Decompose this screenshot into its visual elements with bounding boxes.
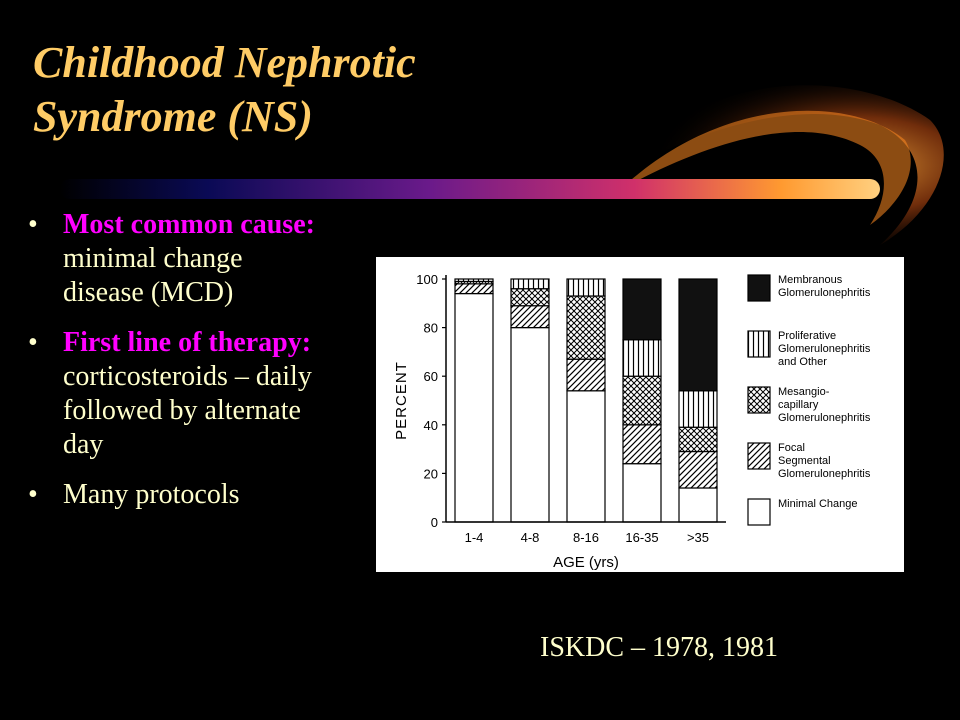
bullet-text: minimal change disease (MCD): [63, 243, 243, 308]
y-tick-label: 20: [424, 466, 438, 481]
bar-segment: [454, 292, 494, 523]
bullet-text: corticosteroids – daily followed by alte…: [63, 361, 312, 460]
bar-segment: [510, 278, 550, 290]
y-tick-label: 100: [416, 272, 438, 287]
bar-segment: [678, 450, 718, 489]
bullet-item: • Many protocols: [28, 478, 328, 512]
bar-segment: [622, 375, 662, 426]
x-tick-label: 4-8: [521, 530, 540, 545]
bullet-dot-icon: •: [28, 209, 38, 240]
legend-swatch: [747, 386, 771, 414]
bullet-list: • Most common cause: minimal change dise…: [28, 208, 328, 528]
bar-segment: [622, 424, 662, 465]
bar-segment: [622, 278, 662, 341]
bar-segment: [566, 358, 606, 392]
bar-segment: [566, 390, 606, 523]
bar-segment: [510, 326, 550, 523]
y-axis-label: PERCENT: [393, 361, 410, 440]
bullet-dot-icon: •: [28, 327, 38, 358]
decorative-swoosh: [60, 85, 944, 245]
title-line-2: Syndrome (NS): [33, 92, 313, 141]
y-tick-label: 60: [424, 369, 438, 384]
bar-segment: [678, 390, 718, 428]
bar-segment: [454, 278, 494, 283]
slide-title: Childhood Nephrotic Syndrome (NS): [33, 36, 593, 144]
legend-swatch: [747, 442, 771, 470]
legend-swatch: [747, 274, 771, 302]
bullet-item: • Most common cause: minimal change dise…: [28, 208, 328, 310]
bar-segment: [678, 426, 718, 453]
bar-segment: [566, 295, 606, 360]
bullet-highlight: Most common cause:: [63, 209, 315, 240]
bar-segment: [678, 278, 718, 392]
bullet-item: • First line of therapy: corticosteroids…: [28, 326, 328, 462]
x-tick-label: 16-35: [625, 530, 658, 545]
legend-swatch: [747, 330, 771, 358]
bullet-dot-icon: •: [28, 479, 38, 510]
x-tick-label: 1-4: [465, 530, 484, 545]
bar-segment: [510, 288, 550, 307]
x-tick-label: >35: [687, 530, 709, 545]
y-tick-label: 0: [431, 515, 438, 530]
bar-segment: [510, 305, 550, 329]
y-tick-label: 40: [424, 418, 438, 433]
bar-segment: [454, 283, 494, 295]
legend-label: Minimal Change: [778, 498, 857, 510]
legend-swatch: [747, 498, 771, 526]
y-tick-label: 80: [424, 321, 438, 336]
title-line-1: Childhood Nephrotic: [33, 38, 416, 87]
bullet-highlight: First line of therapy:: [63, 327, 312, 358]
bullet-text: Many protocols: [63, 479, 240, 510]
x-tick-label: 8-16: [573, 530, 599, 545]
bar-segment: [622, 463, 662, 523]
bar-segment: [678, 487, 718, 523]
source-citation: ISKDC – 1978, 1981: [540, 632, 779, 663]
x-axis-label: AGE (yrs): [553, 554, 619, 571]
bar-segment: [622, 339, 662, 377]
bar-segment: [566, 278, 606, 297]
